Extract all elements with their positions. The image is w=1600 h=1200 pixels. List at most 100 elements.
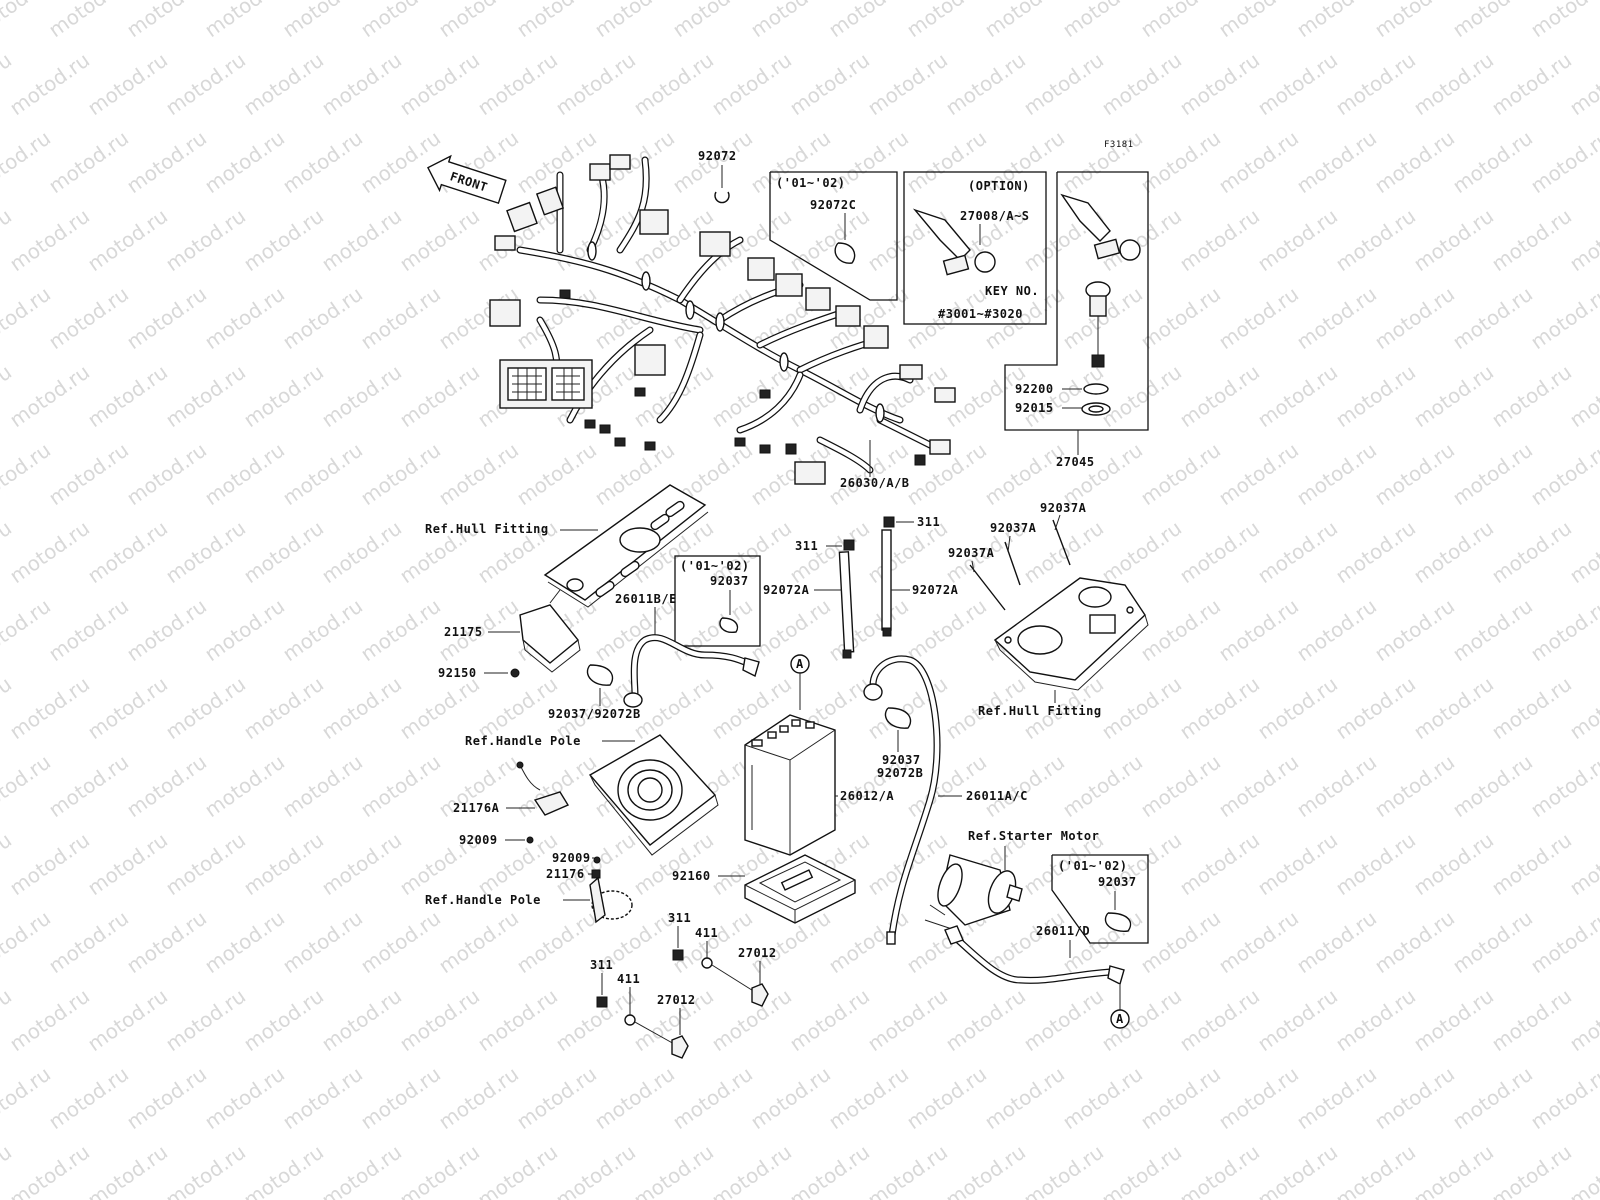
- watermark-text: motod.ru: [1331, 360, 1420, 432]
- callout-92160: 92160: [672, 869, 711, 883]
- watermark-text: motod.ru: [473, 1140, 562, 1200]
- watermark-text: motod.ru: [317, 828, 406, 900]
- watermark-text: motod.ru: [1214, 0, 1303, 42]
- svg-text:A: A: [1116, 1012, 1124, 1026]
- watermark-text: motod.ru: [668, 1062, 757, 1134]
- ref-starter-motor: Ref.Starter Motor: [968, 829, 1099, 843]
- watermark-text: motod.ru: [1136, 594, 1225, 666]
- callout-92037-92072B: 92037/92072B: [548, 707, 641, 721]
- watermark-text: motod.ru: [434, 438, 523, 510]
- watermark-text: motod.ru: [1526, 438, 1600, 510]
- watermark-text: motod.ru: [1526, 750, 1600, 822]
- watermark-text: motod.ru: [122, 0, 211, 42]
- callout-411-a: 411: [695, 926, 718, 940]
- watermark-text: motod.ru: [1136, 1062, 1225, 1134]
- watermark-text: motod.ru: [1526, 282, 1600, 354]
- battery-cable-26011AC: [863, 655, 941, 945]
- watermark-text: motod.ru: [1487, 360, 1576, 432]
- watermark-text: motod.ru: [512, 906, 601, 978]
- watermark-text: motod.ru: [1448, 438, 1537, 510]
- screw-92009-b: [593, 856, 601, 864]
- watermark-text: motod.ru: [83, 360, 172, 432]
- screw-92150: [510, 668, 520, 678]
- watermark-text: motod.ru: [1370, 0, 1459, 42]
- watermark-text: motod.ru: [1526, 0, 1600, 42]
- sensor-21176: [591, 869, 601, 879]
- watermark-text: motod.ru: [0, 282, 55, 354]
- starter-cable-26011D: [944, 925, 1125, 986]
- callout-311-a: 311: [795, 539, 818, 553]
- watermark-text: motod.ru: [1487, 204, 1576, 276]
- watermark-text: motod.ru: [1331, 1140, 1420, 1200]
- callout-27012-b: 27012: [657, 993, 696, 1007]
- watermark-text: motod.ru: [1448, 750, 1537, 822]
- watermark-text: motod.ru: [980, 750, 1069, 822]
- watermark-text: motod.ru: [239, 828, 328, 900]
- watermark-text: motod.ru: [356, 282, 445, 354]
- watermark-text: motod.ru: [1253, 48, 1342, 120]
- strap-92072A-1: [838, 551, 855, 659]
- callout-27012-a: 27012: [738, 946, 777, 960]
- watermark-text: motod.ru: [1253, 672, 1342, 744]
- watermark-text: motod.ru: [1292, 0, 1381, 42]
- watermark-text: motod.ru: [161, 48, 250, 120]
- watermark-text: motod.ru: [83, 48, 172, 120]
- svg-text:A: A: [796, 657, 804, 671]
- watermark-text: motod.ru: [863, 984, 952, 1056]
- callout-27008: 27008/A~S: [960, 209, 1030, 223]
- watermark-text: motod.ru: [44, 0, 133, 42]
- watermark-text: motod.ru: [5, 1140, 94, 1200]
- watermark-text: motod.ru: [1448, 126, 1537, 198]
- watermark-text: motod.ru: [1253, 1140, 1342, 1200]
- watermark-text: motod.ru: [0, 1062, 55, 1134]
- watermark-text: motod.ru: [1370, 282, 1459, 354]
- watermark-text: motod.ru: [1448, 906, 1537, 978]
- watermark-text: motod.ru: [1097, 204, 1186, 276]
- inset-option: (OPTION) 27008/A~S KEY NO. #3001~#3020: [903, 171, 1047, 325]
- watermark-text: motod.ru: [1526, 594, 1600, 666]
- watermark-text: motod.ru: [1370, 750, 1459, 822]
- watermark-text: motod.ru: [161, 360, 250, 432]
- watermark-text: motod.ru: [1409, 984, 1498, 1056]
- watermark-text: motod.ru: [278, 594, 367, 666]
- watermark-text: motod.ru: [1136, 0, 1225, 42]
- watermark-text: motod.ru: [629, 48, 718, 120]
- watermark-text: motod.ru: [590, 1062, 679, 1134]
- watermark-text: motod.ru: [629, 1140, 718, 1200]
- battery-tray-cover: [993, 577, 1149, 691]
- ref-handle-pole-2: Ref.Handle Pole: [425, 893, 541, 907]
- watermark-text: motod.ru: [1214, 282, 1303, 354]
- watermark-text: motod.ru: [1292, 594, 1381, 666]
- watermark-text: motod.ru: [1448, 594, 1537, 666]
- watermark-text: motod.ru: [395, 204, 484, 276]
- watermark-text: motod.ru: [1253, 828, 1342, 900]
- watermark-text: motod.ru: [356, 906, 445, 978]
- strap-92072A-2: [881, 529, 892, 637]
- watermark-text: motod.ru: [668, 0, 757, 42]
- watermark-text: motod.ru: [83, 1140, 172, 1200]
- watermark-text: motod.ru: [161, 516, 250, 588]
- watermark-text: motod.ru: [785, 984, 874, 1056]
- watermark-text: motod.ru: [473, 984, 562, 1056]
- watermark-text: motod.ru: [1058, 126, 1147, 198]
- watermark-text: motod.ru: [1448, 0, 1537, 42]
- watermark-text: motod.ru: [200, 282, 289, 354]
- watermark-text: motod.ru: [83, 204, 172, 276]
- watermark-text: motod.ru: [1565, 48, 1600, 120]
- watermark-text: motod.ru: [1331, 204, 1420, 276]
- watermark-text: motod.ru: [1487, 1140, 1576, 1200]
- watermark-text: motod.ru: [122, 1062, 211, 1134]
- watermark-text: motod.ru: [1448, 1062, 1537, 1134]
- watermark-text: motod.ru: [1058, 750, 1147, 822]
- watermark-text: motod.ru: [1058, 0, 1147, 42]
- watermark-text: motod.ru: [1409, 204, 1498, 276]
- watermark-text: motod.ru: [434, 0, 523, 42]
- watermark-text: motod.ru: [1136, 282, 1225, 354]
- watermark-text: motod.ru: [83, 984, 172, 1056]
- watermark-text: motod.ru: [1370, 126, 1459, 198]
- watermark-text: motod.ru: [200, 0, 289, 42]
- watermark-text: motod.ru: [1214, 906, 1303, 978]
- inset-option-label: (OPTION): [968, 179, 1030, 193]
- watermark-text: motod.ru: [1370, 906, 1459, 978]
- watermark-text: motod.ru: [1097, 360, 1186, 432]
